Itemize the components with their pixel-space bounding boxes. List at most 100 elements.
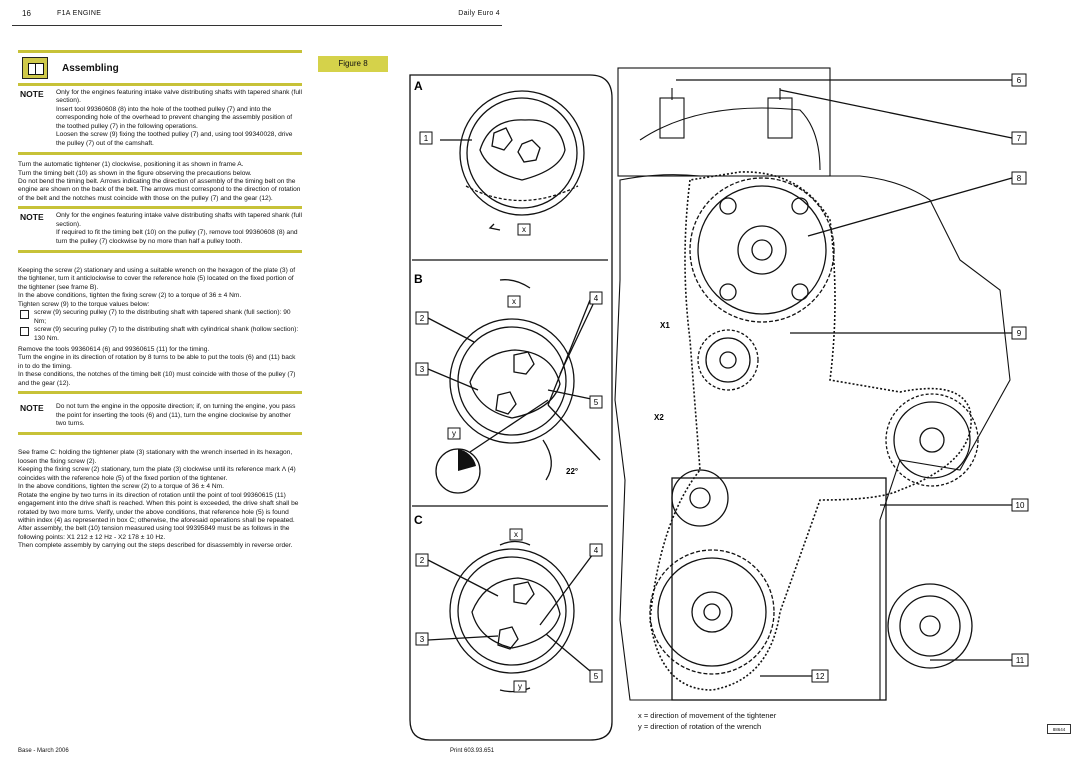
frame-label-c: C: [414, 513, 423, 527]
bottom-right-pulley: [887, 583, 973, 669]
direction-y-b: y: [447, 427, 461, 440]
section-heading: Assembling: [18, 50, 302, 86]
svg-text:2: 2: [420, 556, 425, 565]
callout-3: 3: [415, 362, 429, 376]
svg-text:4: 4: [594, 546, 599, 555]
svg-text:x: x: [522, 225, 526, 234]
svg-text:4: 4: [594, 294, 599, 303]
svg-text:3: 3: [420, 365, 425, 374]
figure-stamp: 88644: [1047, 724, 1071, 734]
paragraph-text: Tighten screw (9) to the torque values b…: [18, 300, 150, 308]
paragraph-text: Rotate the engine by two turns in its di…: [18, 491, 299, 524]
direction-x-b: x: [507, 295, 521, 308]
figure-caption: x = direction of movement of the tighten…: [638, 711, 776, 732]
svg-text:7: 7: [1017, 134, 1022, 143]
svg-text:11: 11: [1016, 656, 1025, 665]
note-label: NOTE: [20, 403, 44, 414]
callout-3-c: 3: [415, 632, 429, 646]
reference-mark: [458, 449, 476, 471]
leader-line: [539, 549, 597, 626]
caption-line: x = direction of movement of the tighten…: [638, 711, 777, 720]
direction-x-a: x: [517, 223, 531, 236]
callout-10: 10: [1011, 498, 1029, 512]
svg-text:3: 3: [420, 635, 425, 644]
leader-line: [779, 89, 1013, 139]
paragraph-text: Keeping the fixing screw (2) stationary,…: [18, 466, 296, 482]
timing-belt: [649, 171, 972, 691]
note-text: Only for the engines featuring intake va…: [56, 89, 302, 105]
frame-label-b: B: [414, 272, 423, 286]
paragraph-text: Then complete assembly by carrying out t…: [18, 542, 293, 550]
callout-4: 4: [589, 291, 603, 305]
svg-text:5: 5: [594, 398, 599, 407]
direction-y-c: y: [513, 680, 527, 693]
leader-line: [427, 317, 475, 343]
paragraph-text: After assembly, the belt (10) tension me…: [18, 525, 290, 541]
svg-text:2: 2: [420, 314, 425, 323]
detail-box: [671, 477, 887, 701]
callout-4-c: 4: [589, 543, 603, 557]
checklist-item: screw (9) securing pulley (7) to the dis…: [18, 309, 302, 326]
note-text: If required to fit the timing belt (10) …: [56, 229, 298, 245]
svg-text:8: 8: [1017, 174, 1022, 183]
callout-8: 8: [1011, 171, 1027, 185]
inset-frame: [409, 74, 613, 741]
leader-line: [427, 635, 499, 641]
callout-12: 12: [811, 669, 829, 683]
svg-text:10: 10: [1016, 501, 1025, 510]
svg-text:5: 5: [594, 672, 599, 681]
page-header: 16 F1A ENGINE Daily Euro 4: [12, 6, 502, 26]
paragraph-text: Remove the tools 99360614 (6) and 993606…: [18, 345, 210, 353]
leader-line: [807, 177, 1013, 237]
page-number: 16: [22, 9, 31, 18]
callout-11: 11: [1011, 653, 1029, 667]
timing-belt-figure: A B C 1 2 3 4 5 2 3 4 5 6 7 8 9 10 11 12…: [409, 67, 1029, 741]
note-text: Insert tool 99360608 (8) into the hole o…: [56, 105, 293, 130]
leader-line: [427, 559, 499, 597]
section-title: Assembling: [62, 63, 119, 74]
angle-label: 22°: [566, 467, 578, 476]
direction-x-c: x: [509, 528, 523, 541]
crankshaft-gear: [649, 549, 775, 675]
right-pulley: [885, 393, 979, 487]
paragraph-text: In the above conditions, tighten the scr…: [18, 483, 224, 491]
callout-5: 5: [589, 395, 603, 409]
paragraph-3: Remove the tools 99360614 (6) and 993606…: [18, 345, 302, 395]
frame-c-tightener: [449, 540, 575, 693]
paragraph-text: In these conditions, the notches of the …: [18, 371, 296, 387]
idler-gear: [697, 329, 759, 391]
note-text: Loosen the screw (9) fixing the toothed …: [56, 131, 293, 147]
frame-a-tightener: [459, 90, 585, 231]
callout-2: 2: [415, 311, 429, 325]
svg-text:12: 12: [816, 672, 825, 681]
leader-line: [427, 368, 479, 391]
manual-title: Daily Euro 4: [458, 10, 500, 17]
paragraph-2: Keeping the screw (2) stationary and usi…: [18, 267, 302, 343]
paragraph-text: See frame C: holding the tightener plate…: [18, 449, 293, 465]
note-text: Do not turn the engine in the opposite d…: [56, 403, 296, 427]
paragraph-1: Turn the automatic tightener (1) clockwi…: [18, 161, 302, 210]
footer-edition: Base - March 2006: [18, 748, 69, 754]
camshaft-pulley: [689, 177, 835, 323]
paragraph-4: See frame C: holding the tightener plate…: [18, 449, 302, 550]
figure-label: Figure 8: [318, 56, 388, 72]
text-column: Assembling NOTE Only for the engines fea…: [18, 50, 302, 551]
paragraph-text: Turn the engine in its direction of rota…: [18, 354, 296, 370]
note-1: NOTE Only for the engines featuring inta…: [18, 86, 302, 156]
note-2: NOTE Only for the engines featuring inta…: [18, 209, 302, 253]
paragraph-text: Turn the automatic tightener (1) clockwi…: [18, 161, 244, 169]
leader-line: [545, 633, 597, 677]
caption-line: y = direction of rotation of the wrench: [638, 721, 762, 731]
callout-6: 6: [1011, 73, 1027, 87]
callout-5-c: 5: [589, 669, 603, 683]
section-name: F1A ENGINE: [57, 10, 102, 17]
assembly-icon: [22, 57, 48, 79]
svg-text:1: 1: [424, 134, 429, 143]
svg-text:x: x: [514, 530, 518, 539]
frame-label-a: A: [414, 79, 423, 93]
point-x2-label: X2: [654, 413, 664, 422]
callout-2-c: 2: [415, 553, 429, 567]
note-text: Only for the engines featuring intake va…: [56, 212, 302, 228]
point-x1-label: X1: [660, 321, 670, 330]
note-3: NOTE Do not turn the engine in the oppos…: [18, 400, 302, 436]
